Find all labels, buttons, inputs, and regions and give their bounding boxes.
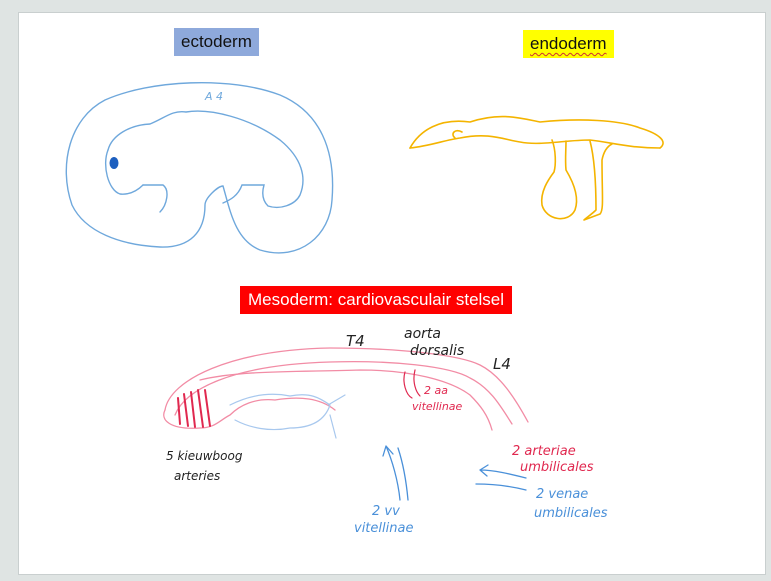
venae-note-line2: umbilicales [534,506,608,521]
arteriae-note-line1: 2 arteriae [512,444,576,459]
kieuwboog-note-line1: 5 kieuwboog [166,449,243,463]
ectoderm-head-contour [106,150,143,194]
endoderm-pouch [453,131,462,138]
ectoderm-inner-contour [108,111,303,212]
vitelline-aa-note-line1: 2 aa [424,384,448,397]
endoderm-yolk-stalk [542,140,577,219]
vv-vitellinae-arrow [383,446,408,500]
endoderm-sketch [410,117,663,220]
venae-note-line1: 2 venae [536,487,588,502]
endoderm-foregut-lower [410,136,660,148]
vv-note-line1: 2 vv [372,504,400,519]
yolk-sac-branches [328,395,345,438]
venous-arrows [383,446,526,500]
mesoderm-sketch [164,348,528,438]
vv-note-line2: vitellinae [354,521,413,536]
branchial-arch-arteries [178,390,210,427]
ectoderm-eye-dot [110,157,119,169]
ectoderm-sketch [66,83,332,253]
vitelline-aa-note-line2: vitellinae [412,400,463,413]
venae-umbilicales-arrow [476,465,526,490]
endoderm-allantois [584,141,612,220]
kieuwboog-note-line2: arteries [174,469,220,483]
arteriae-note-line2: umbilicales [520,460,594,475]
t4-note: T4 [346,332,365,350]
aorta-note-line1: aorta [404,326,441,342]
l4-note: L4 [493,355,511,373]
heart-outline [164,398,335,428]
ectoderm-a4-note: A 4 [204,90,223,103]
aorta-dorsalis-vessel [165,348,528,422]
aorta-note-line2: dorsalis [410,343,464,359]
